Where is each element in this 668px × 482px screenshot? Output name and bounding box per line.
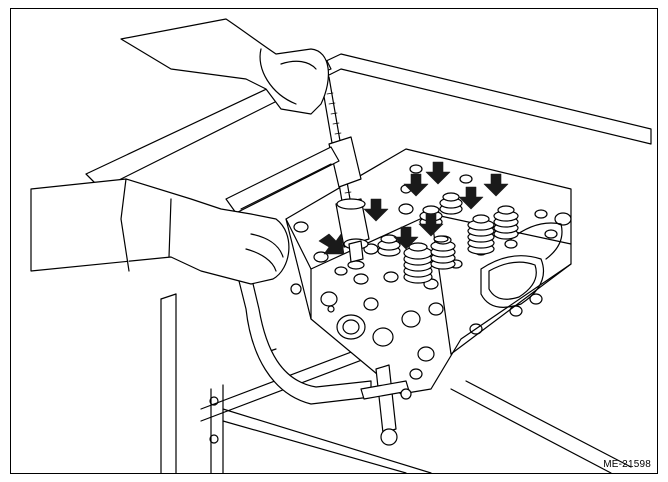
illustration-frame: ME-21598 bbox=[10, 8, 658, 474]
valve-spring-1 bbox=[403, 242, 433, 284]
valve-spring-3 bbox=[467, 214, 495, 255]
arrow-3 bbox=[418, 213, 444, 237]
arrow-1 bbox=[363, 198, 389, 222]
arrow-6 bbox=[403, 173, 429, 197]
arrow-5 bbox=[483, 173, 509, 197]
valve-spring-5 bbox=[377, 234, 401, 257]
valve-spring-7 bbox=[439, 192, 463, 215]
arrow-8 bbox=[318, 233, 345, 255]
arrow-7 bbox=[425, 161, 451, 185]
arrow-2 bbox=[393, 226, 419, 250]
hands bbox=[30, 18, 329, 285]
valve-spring-compressor-illustration bbox=[30, 18, 652, 473]
valve-spring-9 bbox=[347, 260, 365, 270]
valve-spring-8 bbox=[433, 235, 449, 243]
locator-arrows bbox=[318, 161, 509, 255]
figure-code: ME-21598 bbox=[603, 459, 651, 470]
valve-spring-compressor bbox=[222, 60, 412, 446]
arrow-4 bbox=[458, 186, 484, 210]
valve-spring-4 bbox=[493, 205, 519, 240]
